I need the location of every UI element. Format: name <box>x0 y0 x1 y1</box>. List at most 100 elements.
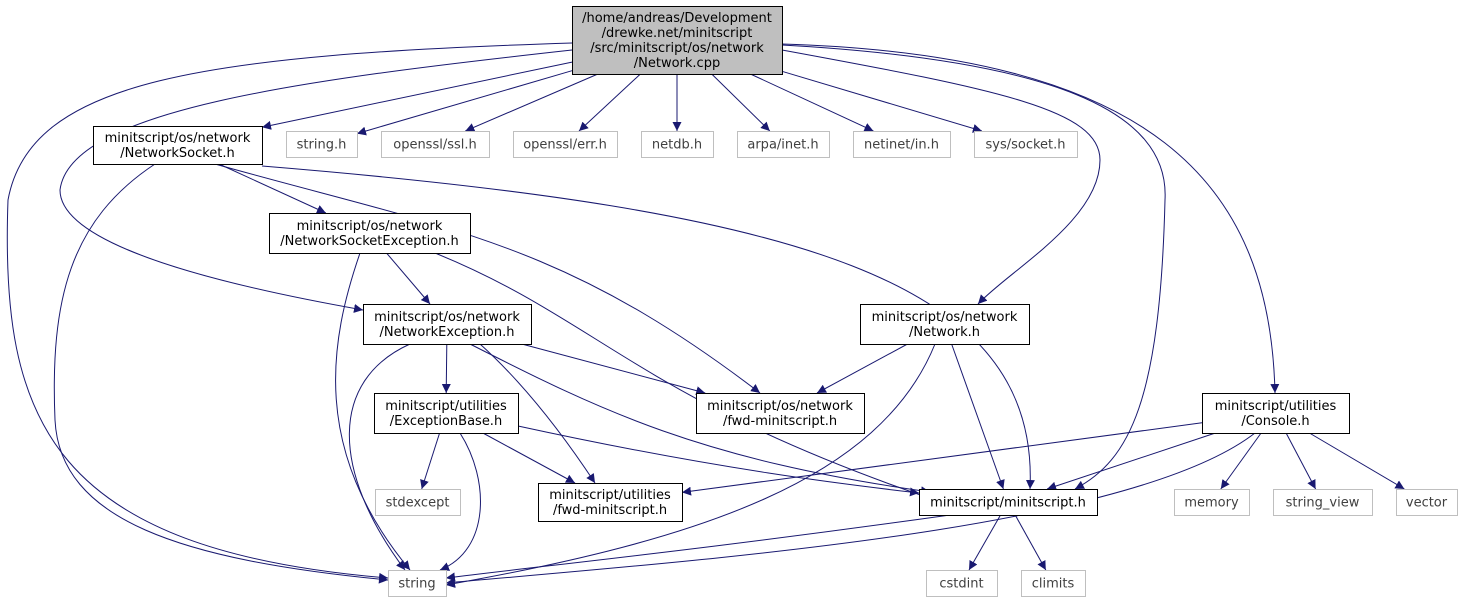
node-label-line: minitscript/os/network <box>105 131 251 146</box>
node-label-line: /Console.h <box>1241 414 1309 429</box>
node-label-line: memory <box>1184 496 1239 511</box>
node-memory: memory <box>1174 489 1250 516</box>
node-box <box>1396 489 1458 516</box>
edge-minitscript_h-to-cstdint <box>968 514 1001 571</box>
node-box <box>737 131 830 158</box>
node-label-line: arpa/inet.h <box>747 138 818 153</box>
edge-Console_h-to-memory <box>1220 432 1262 490</box>
node-label-line: minitscript/utilities <box>1215 399 1337 414</box>
node-label-line: netinet/in.h <box>864 138 939 153</box>
node-stdexcept: stdexcept <box>375 489 461 516</box>
edge-root-to-netinet_in_h <box>750 73 874 132</box>
edge-minitscript_h-to-climits <box>1014 514 1047 571</box>
node-box <box>1273 489 1373 516</box>
node-box <box>374 393 519 434</box>
edge-NetworkSocketException_h-to-string <box>335 252 411 571</box>
node-ExceptionBase_h[interactable]: minitscript/utilities/ExceptionBase.h <box>374 393 519 434</box>
node-label-line: minitscript/os/network <box>297 219 443 234</box>
edge-root-to-NetworkSocket_h <box>261 61 573 130</box>
edge-NetworkSocketException_h-to-NetworkException_h <box>386 252 431 305</box>
edge-root-to-Console_h <box>781 43 1280 394</box>
node-sys_socket_h: sys/socket.h <box>974 131 1078 158</box>
node-NetworkSocketException_h[interactable]: minitscript/os/network/NetworkSocketExce… <box>269 213 471 254</box>
node-label-line: /NetworkSocketException.h <box>280 234 459 249</box>
node-arpa_inet_h: arpa/inet.h <box>737 131 830 158</box>
node-label-line: /Network.cpp <box>634 56 720 71</box>
edge-root-to-string <box>6 42 573 582</box>
node-vector: vector <box>1396 489 1458 516</box>
node-netinet_in_h: netinet/in.h <box>853 131 951 158</box>
edge-Console_h-to-string <box>445 432 1256 587</box>
edge-root-to-openssl_err_h <box>578 73 641 132</box>
node-label-line: minitscript/minitscript.h <box>930 496 1086 511</box>
node-box <box>93 126 263 165</box>
node-box <box>1174 489 1250 516</box>
edge-NetworkException_h-to-ExceptionBase_h <box>441 343 451 394</box>
node-box <box>974 131 1078 158</box>
node-label-line: /NetworkSocket.h <box>120 146 235 161</box>
edge-Network_h-to-string <box>445 343 936 588</box>
edge-ExceptionBase_h-to-util_fwd_h <box>482 432 576 484</box>
edge-root-to-minitscript_h <box>781 44 1166 490</box>
node-box <box>381 131 490 158</box>
edge-Network_h-to-minitscript_h <box>951 343 1005 490</box>
edge-NetworkException_h-to-os_fwd_h <box>521 343 706 396</box>
node-label-line: minitscript/utilities <box>549 488 671 503</box>
node-os_fwd_h[interactable]: minitscript/os/network/fwd-minitscript.h <box>696 393 865 434</box>
node-label-line: netdb.h <box>652 138 702 153</box>
node-label-line: /fwd-minitscript.h <box>723 414 837 429</box>
node-box <box>269 213 471 254</box>
node-label-line: minitscript/utilities <box>385 399 507 414</box>
edge-root-to-NetworkException_h <box>59 49 573 313</box>
node-netdb_h: netdb.h <box>641 131 714 158</box>
edge-NetworkSocket_h-to-minitscript_h <box>261 165 1035 490</box>
node-label-line: /src/minitscript/os/network <box>590 41 764 56</box>
node-string_view: string_view <box>1273 489 1373 516</box>
edge-ExceptionBase_h-to-minitscript_h <box>517 425 920 497</box>
node-string_h: string.h <box>286 131 358 158</box>
edge-Console_h-to-string_view <box>1285 432 1317 490</box>
node-label-line: cstdint <box>939 577 983 592</box>
edge-NetworkSocket_h-to-string <box>53 163 389 584</box>
node-openssl_err_h: openssl/err.h <box>513 131 618 158</box>
node-label-line: /NetworkException.h <box>379 325 514 340</box>
node-minitscript_h[interactable]: minitscript/minitscript.h <box>919 489 1098 516</box>
edge-Console_h-to-vector <box>1309 432 1405 490</box>
node-box <box>926 570 998 597</box>
edge-ExceptionBase_h-to-string <box>439 432 481 571</box>
node-label-line: openssl/ssl.h <box>393 138 477 153</box>
node-label-line: /Network.h <box>909 325 980 340</box>
node-NetworkException_h[interactable]: minitscript/os/network/NetworkException.… <box>363 304 532 345</box>
node-cstdint: cstdint <box>926 570 998 597</box>
node-label-line: /drewke.net/minitscript <box>602 26 753 41</box>
node-box <box>538 483 683 522</box>
node-box <box>572 6 783 75</box>
node-NetworkSocket_h[interactable]: minitscript/os/network/NetworkSocket.h <box>93 126 263 165</box>
node-Console_h[interactable]: minitscript/utilities/Console.h <box>1202 393 1350 434</box>
edge-root-to-arpa_inet_h <box>711 73 771 132</box>
node-Network_h[interactable]: minitscript/os/network/Network.h <box>860 304 1030 345</box>
node-label-line: minitscript/os/network <box>707 399 853 414</box>
node-box <box>388 570 447 597</box>
edge-NetworkSocket_h-to-NetworkSocketException_h <box>218 163 327 214</box>
edge-ExceptionBase_h-to-stdexcept <box>420 432 441 490</box>
node-label-line: /home/andreas/Development <box>582 11 772 26</box>
edge-NetworkException_h-to-string <box>348 343 411 571</box>
node-box <box>696 393 865 434</box>
edge-Network_h-to-os_fwd_h <box>816 343 908 394</box>
edge-minitscript_h-to-string <box>445 514 951 582</box>
node-box <box>1202 393 1350 434</box>
node-label-line: /ExceptionBase.h <box>390 414 502 429</box>
node-box <box>375 489 461 516</box>
edge-root-to-openssl_ssl_h <box>465 73 599 132</box>
node-label-line: sys/socket.h <box>985 138 1065 153</box>
node-root[interactable]: /home/andreas/Development/drewke.net/min… <box>572 6 783 75</box>
node-util_fwd_h[interactable]: minitscript/utilities/fwd-minitscript.h <box>538 483 683 522</box>
node-box <box>860 304 1030 345</box>
node-label-line: climits <box>1032 577 1075 592</box>
node-label-line: vector <box>1406 496 1448 511</box>
node-label-line: minitscript/os/network <box>374 310 520 325</box>
node-label-line: openssl/err.h <box>523 138 607 153</box>
node-box <box>363 304 532 345</box>
